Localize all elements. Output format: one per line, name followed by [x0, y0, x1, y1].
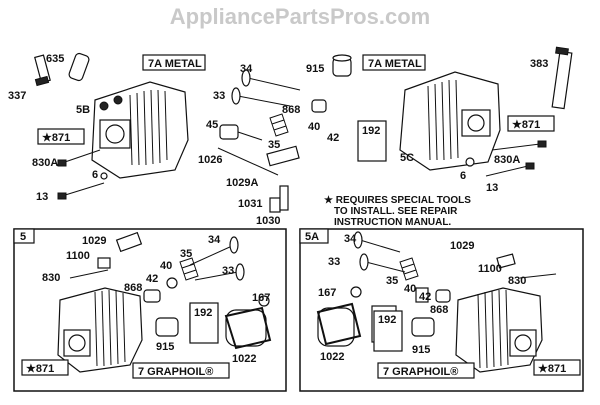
label-graphoil-1: 7 GRAPHOIL® — [138, 366, 213, 378]
label-1100-box5a: 1100 — [478, 263, 502, 275]
label-6-left: 6 — [92, 169, 98, 181]
label-40-box5a: 40 — [404, 283, 416, 295]
label-868-top: 868 — [282, 104, 300, 116]
871-box-3 — [21, 359, 69, 376]
label-1022-box5: 1022 — [232, 353, 256, 365]
label-635: 635 — [46, 53, 64, 65]
7a-metal-box-1 — [142, 54, 206, 71]
head-bolts-drawing — [57, 149, 108, 200]
label-33-box5a: 33 — [328, 256, 340, 268]
kit-5a-box — [299, 228, 584, 392]
spark-plug-boot-drawing — [68, 52, 90, 82]
note-line-3: INSTRUCTION MANUAL. — [334, 217, 451, 228]
label-830a-left: 830A — [32, 157, 58, 169]
label-871-a: ★871 — [42, 132, 70, 144]
label-5c: 5C — [400, 152, 414, 164]
label-192-top: 192 — [362, 125, 380, 137]
label-167-box5: 167 — [252, 292, 270, 304]
871-box-2 — [507, 115, 555, 132]
label-13-left: 13 — [36, 191, 48, 203]
label-35-box5: 35 — [180, 248, 192, 260]
871-box-4 — [533, 359, 581, 376]
graphoil-box-1 — [132, 362, 230, 379]
label-1031: 1031 — [238, 198, 262, 210]
kit-5-tag — [13, 228, 35, 244]
label-45: 45 — [206, 119, 218, 131]
label-830a-right: 830A — [494, 154, 520, 166]
label-915-box5: 915 — [156, 341, 174, 353]
label-42-box5a: 42 — [419, 291, 431, 303]
label-868-box5a: 868 — [430, 304, 448, 316]
label-7a-metal-2: 7A METAL — [368, 58, 422, 70]
label-33-box5: 33 — [222, 265, 234, 277]
label-35-box5a: 35 — [386, 275, 398, 287]
7a-metal-box-2 — [362, 54, 426, 71]
kit-5a-drawing — [317, 231, 557, 373]
label-830-box5: 830 — [42, 272, 60, 284]
valve-seal-915-drawing — [332, 54, 352, 77]
label-34-box5: 34 — [208, 234, 221, 246]
label-1029-box5: 1029 — [82, 235, 106, 247]
head-bolts-right-drawing — [465, 140, 547, 177]
label-192-box5a: 192 — [378, 314, 396, 326]
192-box-3 — [373, 310, 403, 352]
watermark: AppliancePartsPros.com — [170, 4, 430, 29]
192-box-1 — [357, 120, 387, 162]
label-40-box5: 40 — [160, 260, 172, 272]
spark-plug-drawing — [34, 54, 51, 87]
label-13-right: 13 — [486, 182, 498, 194]
label-1029a: 1029A — [226, 177, 258, 189]
label-42-box5: 42 — [146, 273, 158, 285]
label-1030: 1030 — [256, 215, 280, 227]
label-1022-box5a: 1022 — [320, 351, 344, 363]
label-871-d: ★871 — [538, 363, 566, 375]
label-33-top: 33 — [213, 90, 225, 102]
valves-drawing-top — [217, 69, 327, 213]
label-5b: 5B — [76, 104, 90, 116]
cylinder-head-5b-drawing — [91, 81, 189, 179]
871-box-1 — [37, 128, 85, 145]
label-1100-box5: 1100 — [66, 250, 90, 262]
label-7a-metal-1: 7A METAL — [148, 58, 202, 70]
label-34-box5a: 34 — [344, 233, 357, 245]
breather-tube-drawing — [551, 46, 573, 110]
label-34-top: 34 — [240, 63, 253, 75]
cylinder-head-5c-drawing — [399, 71, 501, 171]
kit-5a-label: 5A — [305, 231, 319, 243]
label-915-box5a: 915 — [412, 344, 430, 356]
graphoil-box-2 — [377, 362, 475, 379]
label-graphoil-2: 7 GRAPHOIL® — [383, 366, 458, 378]
label-337: 337 — [8, 90, 26, 102]
note-line-2: TO INSTALL. SEE REPAIR — [334, 206, 458, 217]
label-871-c: ★871 — [26, 363, 54, 375]
kit-5-drawing — [57, 231, 270, 373]
label-871-b: ★871 — [512, 119, 540, 131]
label-167-box5a: 167 — [318, 287, 336, 299]
label-42-top: 42 — [327, 132, 339, 144]
192-box-2 — [189, 302, 219, 344]
label-1029-box5a: 1029 — [450, 240, 474, 252]
label-830-box5a: 830 — [508, 275, 526, 287]
gasket-1022-left-drawing — [224, 306, 272, 350]
label-35-top: 35 — [268, 139, 280, 151]
label-383: 383 — [530, 58, 548, 70]
gasket-1022-right-drawing — [316, 302, 362, 346]
kit-5-label: 5 — [20, 231, 26, 243]
kit-5-box — [13, 228, 287, 392]
kit-5a-tag — [299, 228, 329, 244]
label-915-top: 915 — [306, 63, 324, 75]
label-6-right: 6 — [460, 170, 466, 182]
label-868-box5: 868 — [124, 282, 142, 294]
label-192-box5: 192 — [194, 307, 212, 319]
note-line-1: ★ REQUIRES SPECIAL TOOLS — [324, 195, 471, 206]
label-1026: 1026 — [198, 154, 222, 166]
label-40-top: 40 — [308, 121, 320, 133]
